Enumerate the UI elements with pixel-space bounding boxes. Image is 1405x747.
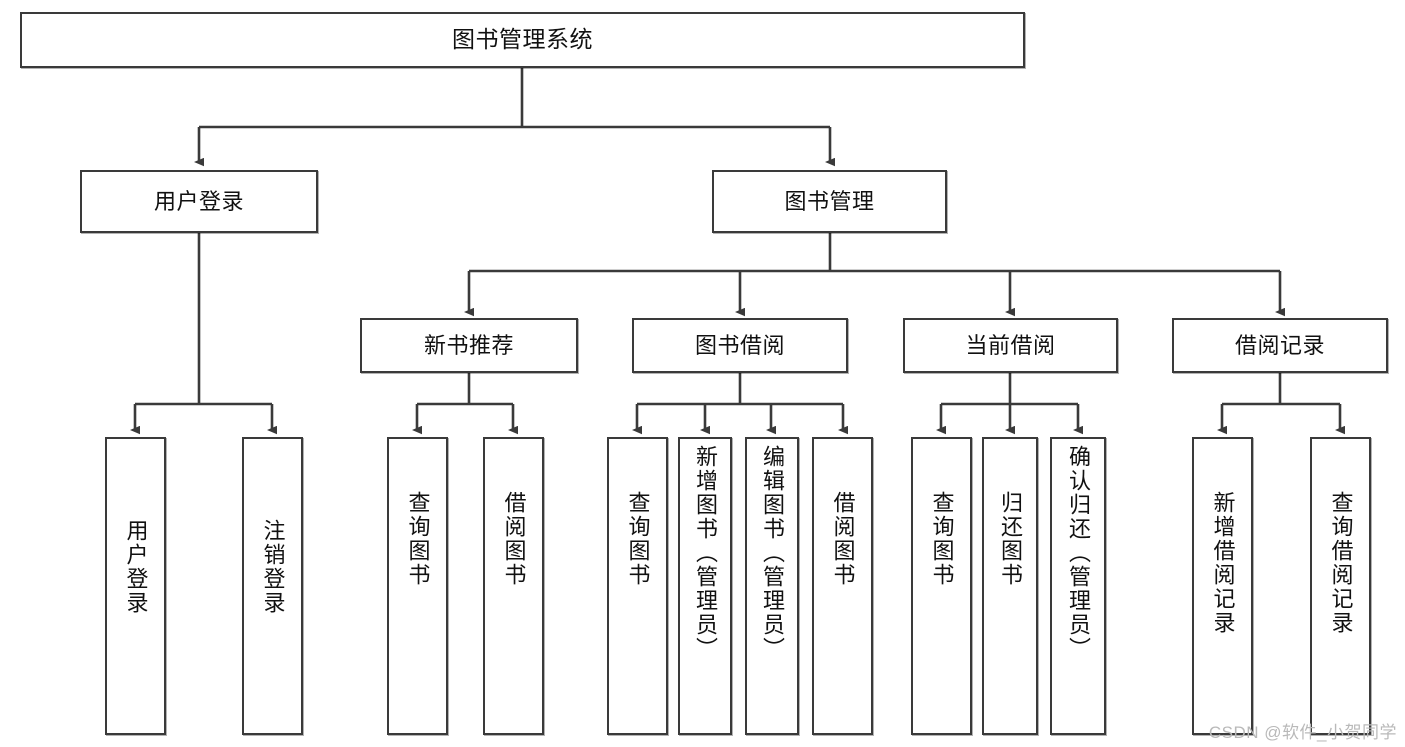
leaf-logout[interactable]: 注销登录	[242, 437, 303, 735]
node-user-login[interactable]: 用户登录	[80, 170, 318, 233]
csdn-watermark: CSDN @软件_小贺同学	[1208, 723, 1397, 742]
leaf-query-book-newbook-label: 查询图书	[405, 491, 431, 587]
node-current-borrowing-label: 当前借阅	[965, 332, 1056, 358]
leaf-add-book-admin[interactable]: 新增图书（管理员）	[678, 437, 732, 735]
node-root-book-management-system[interactable]: 图书管理系统	[20, 12, 1025, 68]
leaf-return-book[interactable]: 归还图书	[982, 437, 1038, 735]
leaf-borrow-book-borrow[interactable]: 借阅图书	[812, 437, 873, 735]
leaf-query-borrow-record-label: 查询借阅记录	[1328, 491, 1354, 635]
leaf-add-book-admin-label: 新增图书（管理员）	[692, 445, 718, 661]
node-new-book-recommendation[interactable]: 新书推荐	[360, 318, 578, 373]
leaf-edit-book-admin-label: 编辑图书（管理员）	[759, 445, 785, 661]
node-user-login-label: 用户登录	[153, 188, 244, 214]
node-current-borrowing[interactable]: 当前借阅	[903, 318, 1118, 373]
node-borrowing-record-label: 借阅记录	[1234, 332, 1325, 358]
leaf-confirm-return-admin[interactable]: 确认归还（管理员）	[1050, 437, 1106, 735]
leaf-add-borrow-record-label: 新增借阅记录	[1210, 491, 1236, 635]
leaf-logout-label: 注销登录	[260, 519, 286, 615]
leaf-query-book-current-label: 查询图书	[929, 491, 955, 587]
leaf-user-login-label: 用户登录	[123, 519, 149, 615]
leaf-confirm-return-admin-label: 确认归还（管理员）	[1065, 445, 1091, 661]
node-root-label: 图书管理系统	[452, 26, 593, 53]
node-book-borrowing[interactable]: 图书借阅	[632, 318, 848, 373]
leaf-query-book-borrow[interactable]: 查询图书	[607, 437, 668, 735]
leaf-edit-book-admin[interactable]: 编辑图书（管理员）	[745, 437, 799, 735]
node-book-management-label: 图书管理	[784, 188, 875, 214]
leaf-user-login[interactable]: 用户登录	[105, 437, 166, 735]
leaf-query-borrow-record[interactable]: 查询借阅记录	[1310, 437, 1371, 735]
node-new-book-recommendation-label: 新书推荐	[423, 332, 514, 358]
leaf-query-book-current[interactable]: 查询图书	[911, 437, 972, 735]
node-book-borrowing-label: 图书借阅	[694, 332, 785, 358]
leaf-return-book-label: 归还图书	[997, 491, 1023, 587]
leaf-borrow-book-borrow-label: 借阅图书	[830, 491, 856, 587]
leaf-borrow-book-newbook-label: 借阅图书	[501, 491, 527, 587]
leaf-query-book-borrow-label: 查询图书	[625, 491, 651, 587]
node-borrowing-record[interactable]: 借阅记录	[1172, 318, 1388, 373]
leaf-add-borrow-record[interactable]: 新增借阅记录	[1192, 437, 1253, 735]
node-book-management[interactable]: 图书管理	[712, 170, 947, 233]
leaf-borrow-book-newbook[interactable]: 借阅图书	[483, 437, 544, 735]
leaf-query-book-newbook[interactable]: 查询图书	[387, 437, 448, 735]
